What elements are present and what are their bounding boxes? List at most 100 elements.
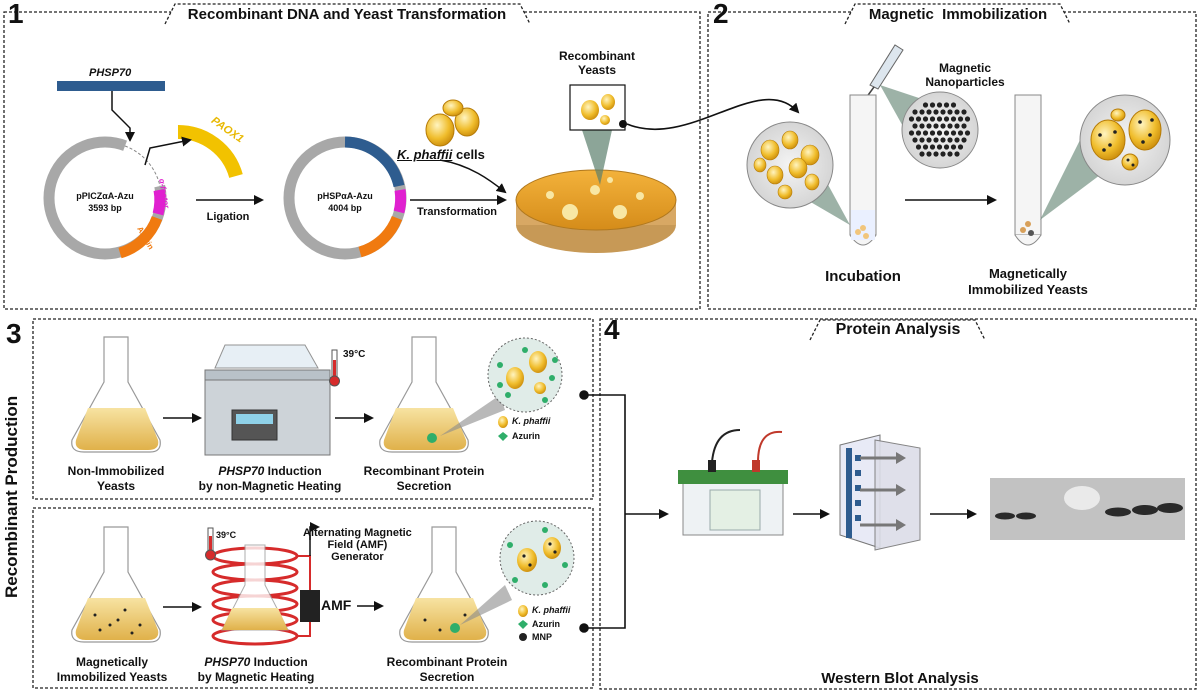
- amf-box: [300, 590, 320, 622]
- panel-4-title: Protein Analysis: [835, 321, 961, 338]
- nanoparticle-dot: [964, 116, 971, 122]
- secretion-label-1: Recombinant Protein Secretion: [363, 464, 485, 493]
- nanoparticle-dot: [915, 116, 922, 122]
- nanoparticle-dot: [961, 109, 967, 115]
- nanoparticle-dot: [915, 144, 922, 150]
- nanoparticle-dot: [950, 116, 957, 122]
- panel-4-border: [599, 318, 1197, 690]
- nanoparticle-dot: [950, 130, 957, 136]
- nanoparticle-dot: [929, 144, 936, 150]
- nanoparticle-dot: [947, 137, 953, 143]
- recombinant-yeasts-label: Recombinant Yeasts: [558, 49, 636, 77]
- nanoparticle-dot: [919, 109, 925, 115]
- nanoparticle-dot: [929, 116, 936, 122]
- phsp70-inline-1: PHSP70: [218, 464, 265, 478]
- nanoparticle-dot: [961, 123, 967, 129]
- nanoparticle-dot: [961, 137, 967, 143]
- panel-3-title: Recombinant Production: [2, 395, 21, 598]
- phsp70-promoter-bar: [57, 81, 165, 91]
- nanoparticle-dot: [936, 102, 943, 108]
- connector-3-to-4: [579, 390, 669, 633]
- western-blot-label: Western Blot Analysis: [821, 670, 979, 687]
- nanoparticle-dot: [933, 123, 939, 129]
- amf-label: AMF: [321, 597, 352, 613]
- legend-mnp: MNP: [532, 632, 552, 642]
- nanoparticle-dot: [929, 102, 936, 108]
- nanoparticle-dot: [943, 130, 950, 136]
- nanoparticle-dot: [926, 123, 932, 129]
- nanoparticle-dot: [926, 137, 932, 143]
- nanoparticle-dot: [922, 116, 929, 122]
- nanoparticle-dot: [943, 116, 950, 122]
- non-immobilized-label: Non-Immobilized Yeasts: [67, 464, 165, 493]
- legend-azurin-1: Azurin: [512, 431, 540, 441]
- nanoparticle-dot: [912, 109, 918, 115]
- immobilized-yeasts-label: Magnetically Immobilized Yeasts: [968, 266, 1088, 297]
- nanoparticle-dot: [926, 151, 932, 157]
- panel-1-title: Recombinant DNA and Yeast Transformation: [187, 6, 507, 23]
- petri-dish-agar: [515, 169, 677, 231]
- nanoparticle-dot: [919, 151, 925, 157]
- cells-word: cells: [452, 147, 485, 162]
- secretion-zoom-2: [499, 520, 575, 596]
- induction-mag-line1: PHSP70 Induction: [204, 655, 307, 669]
- nanoparticle-dot: [954, 151, 960, 157]
- nanoparticle-dot: [954, 109, 960, 115]
- induction-word-1: Induction: [264, 464, 322, 478]
- nanoparticle-dot: [936, 130, 943, 136]
- nanoparticle-dot: [912, 123, 918, 129]
- temp-label-1: 39°C: [343, 349, 366, 360]
- induction-word-2: Induction: [250, 655, 308, 669]
- nanoparticle-dot: [922, 144, 929, 150]
- nanoparticle-dot: [947, 123, 953, 129]
- phsp70-label: PHSP70: [89, 67, 132, 79]
- plasmid-2-size: 4004 bp: [328, 203, 362, 213]
- azurin-segment: [118, 215, 163, 259]
- panel-1-number: 1: [8, 0, 24, 29]
- nanoparticle-dot: [947, 109, 953, 115]
- paox1-arc: [177, 124, 243, 179]
- panel-3a-graphics: [71, 336, 563, 456]
- nanoparticle-dot: [936, 116, 943, 122]
- nanoparticle-dot: [943, 144, 950, 150]
- nanoparticle-dot: [919, 137, 925, 143]
- plasmid-1-size: 3593 bp: [88, 203, 122, 213]
- p1-title-tab: [164, 3, 531, 25]
- panel-4-graphics: [678, 429, 1185, 551]
- nanoparticle-dot: [957, 130, 964, 136]
- secretion-label-2: Recombinant Protein Secretion: [386, 655, 508, 684]
- induction-mag-line2: by Magnetic Heating: [197, 670, 315, 684]
- nanoparticle-dot: [947, 151, 953, 157]
- nanoparticle-dot: [933, 109, 939, 115]
- legend-kphaffii-1: K. phaffii: [512, 416, 551, 426]
- nanoparticle-dot: [950, 102, 957, 108]
- mag-immobilized-label: Magnetically Immobilized Yeasts: [56, 655, 168, 684]
- nanoparticle-dot: [957, 116, 964, 122]
- nanoparticle-dot: [922, 102, 929, 108]
- nanoparticle-dot: [964, 130, 971, 136]
- nanoparticle-dot: [908, 130, 915, 136]
- incubation-label: Incubation: [825, 268, 901, 285]
- nanoparticle-dot: [940, 151, 946, 157]
- panel-2-graphics: [746, 44, 1171, 246]
- legend-kphaffii-2: K. phaffii: [532, 605, 571, 615]
- panel-2-number: 2: [713, 0, 729, 29]
- legend-azurin-2: Azurin: [532, 619, 560, 629]
- transformation-label: Transformation: [416, 206, 498, 218]
- nanoparticle-dot: [919, 123, 925, 129]
- p2-title-tab: [844, 3, 1071, 25]
- panel-3b-border: [32, 507, 594, 689]
- plasmid-2-name: pHSPαA-Azu: [317, 191, 373, 201]
- nanoparticle-dot: [943, 102, 950, 108]
- nanoparticle-dot: [957, 144, 964, 150]
- induction-nonmag-line2: by non-Magnetic Heating: [198, 479, 342, 493]
- phsp70-inline-2: PHSP70: [204, 655, 251, 669]
- nanoparticle-dot: [940, 137, 946, 143]
- panel-2-title: Magnetic Immobilization: [868, 6, 1048, 23]
- panel-2-border: [707, 11, 1197, 310]
- nanoparticle-dot: [933, 151, 939, 157]
- panel-1-graphics: [43, 81, 800, 260]
- nanoparticle-dot: [940, 123, 946, 129]
